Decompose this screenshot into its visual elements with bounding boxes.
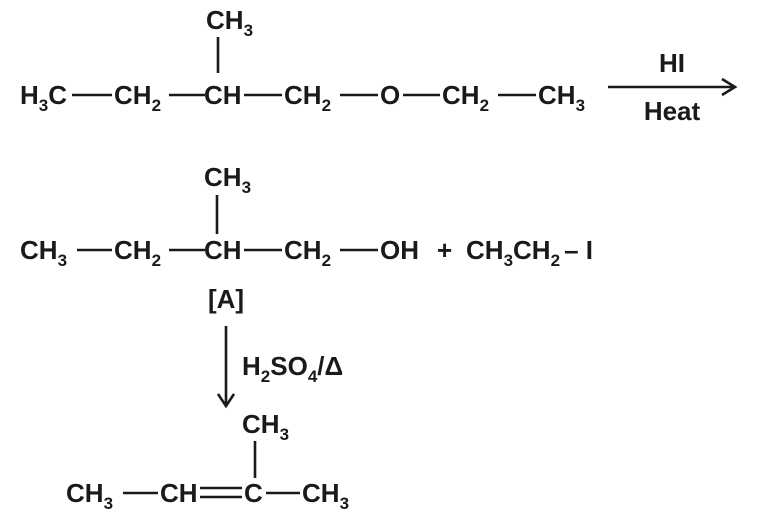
alkene-chain-c2: CH [160,478,198,508]
product-a-chain-c2: CH2 [114,235,161,270]
reagent-hi: HI [659,48,685,78]
reaction-arrow-head [721,77,738,97]
reactant-branch-methyl: CH3 [206,5,253,40]
product-a-chain-c1: CH3 [20,235,67,270]
reactant-chain-c3: CH [204,80,242,110]
alkene-chain-c3: C [244,478,263,508]
reactant-oxygen: O [380,80,400,110]
product-a-chain-c3: CH [204,235,242,265]
reactant-chain-c1: H3C [20,80,67,115]
product-a-hydroxyl: OH [380,235,419,265]
reagent-heat: Heat [644,96,701,126]
reactant-chain-c2: CH2 [114,80,161,115]
reactant-chain-c6: CH3 [538,80,585,115]
reactant-chain-c5: CH2 [442,80,489,115]
reaction-arrow-head [216,393,236,409]
reagent-sulfuric-acid: H2SO4/Δ [242,351,343,386]
product-a-label: [A] [208,284,244,314]
product-a-branch-methyl: CH3 [204,162,251,197]
reactant-chain-c4: CH2 [284,80,331,115]
plus-sign: + [437,235,452,265]
alkene-chain-c1: CH3 [66,478,113,513]
alkene-chain-c4: CH3 [302,478,349,513]
product-a-chain-c4: CH2 [284,235,331,270]
ethyl-iodide: CH3CH2– I [466,235,593,270]
alkene-branch-methyl: CH3 [242,409,289,444]
